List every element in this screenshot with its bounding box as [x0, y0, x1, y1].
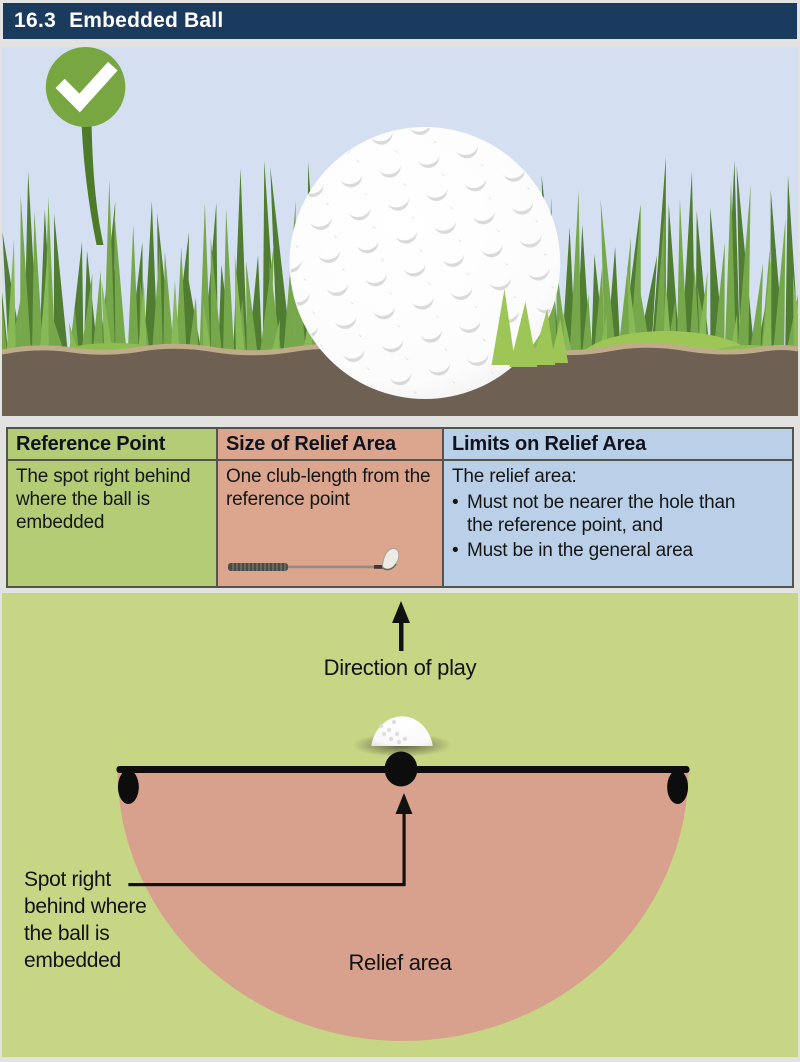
limit-item: • Must not be nearer the hole than the r… — [452, 492, 784, 538]
bullet-icon: • — [452, 540, 459, 562]
col-header-reference-point: Reference Point — [8, 429, 218, 461]
limits-intro-text: The relief area: — [452, 466, 577, 487]
diagram-svg — [116, 601, 690, 1041]
spot-label: Spot right behind where the ball is embe… — [24, 866, 147, 974]
checkmark-icon — [45, 47, 126, 245]
spot-label-line: behind where — [24, 895, 147, 918]
size-of-relief-text: One club-length from the reference point — [226, 466, 431, 510]
left-end-cap — [117, 770, 139, 804]
limit-item: • Must be in the general area — [452, 540, 784, 563]
bullet-icon: • — [452, 491, 459, 513]
embedded-ball-illustration — [2, 47, 798, 416]
scene-svg — [2, 47, 798, 416]
col-header-limits-on-relief-area: Limits on Relief Area — [444, 429, 792, 461]
spot-pointer-arrow — [128, 793, 413, 887]
spot-label-line: the ball is — [24, 922, 110, 945]
col-header-size-of-relief-area: Size of Relief Area — [218, 429, 444, 461]
limit-text-1: Must not be nearer the hole than the ref… — [467, 491, 736, 536]
golf-club-icon — [228, 547, 400, 571]
cell-limits-on-relief-area: The relief area: • Must not be nearer th… — [444, 461, 792, 586]
check-stem — [81, 125, 104, 245]
cell-reference-point: The spot right behind where the ball is … — [8, 461, 218, 586]
rule-number: 16.3 — [14, 9, 57, 32]
reference-point-text: The spot right behind where the ball is … — [16, 466, 191, 533]
limit-text-2: Must be in the general area — [467, 540, 693, 562]
relief-area-diagram: Direction of play Spot right behind wher… — [2, 593, 798, 1057]
relief-area-label: Relief area — [348, 950, 452, 975]
rule-title: Embedded Ball — [69, 9, 224, 32]
direction-of-play-arrow — [392, 601, 410, 651]
cell-size-of-relief-area: One club-length from the reference point — [218, 461, 444, 586]
relief-area-shape — [117, 769, 689, 1041]
front-grass — [491, 289, 569, 367]
embedded-ball-half — [371, 716, 433, 746]
relief-rules-table: Reference Point Size of Relief Area Limi… — [6, 427, 794, 588]
rule-title-bar: 16.3 Embedded Ball — [3, 3, 797, 39]
right-end-cap — [667, 770, 689, 804]
direction-of-play-label: Direction of play — [323, 655, 477, 680]
spot-label-line: embedded — [24, 949, 121, 972]
reference-point-dot — [384, 751, 418, 787]
spot-label-line: Spot right — [24, 868, 111, 891]
golf-ball — [289, 127, 561, 399]
